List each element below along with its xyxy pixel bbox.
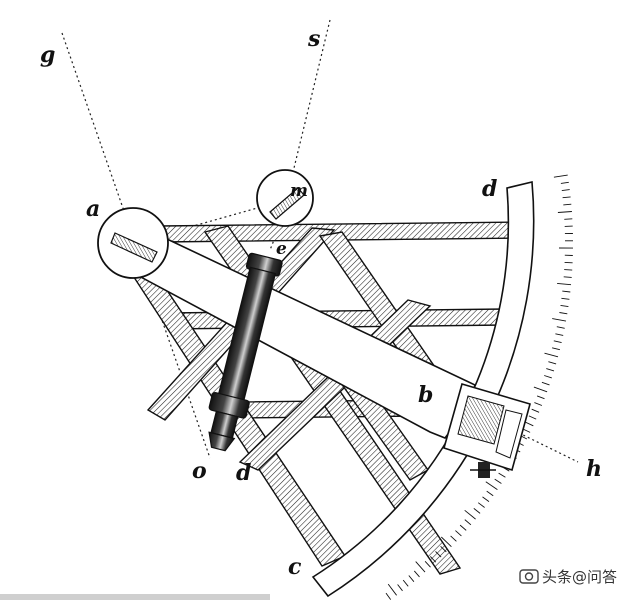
- arc-tick: [560, 181, 569, 184]
- graduated-arc: [311, 174, 574, 600]
- arc-tick: [429, 556, 437, 563]
- arc-tick: [440, 545, 447, 553]
- arc-tick: [556, 326, 565, 329]
- arc-tick: [459, 524, 467, 531]
- arc-tick: [464, 519, 472, 526]
- arc-tick: [435, 551, 442, 558]
- arc-tick: [385, 592, 392, 600]
- arc-tick: [486, 490, 494, 497]
- arc-tick: [533, 386, 548, 393]
- horizon-mirror: [269, 187, 305, 220]
- index-arm: [119, 218, 531, 478]
- arc-tick: [534, 402, 543, 406]
- label-d-top: d: [482, 176, 497, 202]
- arc-tick: [413, 570, 420, 578]
- camera-icon: [519, 569, 539, 584]
- arc-tick: [397, 584, 403, 592]
- arc-tick: [551, 347, 561, 351]
- sight-line-s: [284, 19, 331, 206]
- arc-tick: [559, 312, 568, 315]
- arc-tick: [464, 509, 476, 520]
- diagram-labels: g s a m e d b h o d c: [40, 26, 602, 580]
- arc-tick: [455, 530, 462, 537]
- label-o: o: [192, 458, 207, 484]
- telescope-eyecap: [208, 431, 236, 452]
- horizon-glass: [256, 169, 314, 227]
- vernier-scale: [457, 395, 505, 445]
- watermark: 头条@问答: [519, 568, 617, 586]
- watermark-text: 头条@问答: [542, 568, 617, 586]
- arc-tick: [563, 276, 572, 278]
- arc-tick: [561, 297, 570, 300]
- arc-tick: [561, 189, 570, 192]
- arc-tick: [528, 415, 537, 420]
- label-h: h: [586, 456, 602, 482]
- label-s: s: [307, 26, 320, 52]
- arc-tick: [560, 304, 569, 308]
- arc-tick: [498, 472, 506, 478]
- arc-tick: [450, 535, 457, 542]
- arc-tick: [541, 381, 550, 386]
- arc-tick: [536, 395, 545, 400]
- arc-tick: [553, 174, 568, 178]
- arc-tick: [387, 583, 397, 596]
- arc-tick: [557, 282, 572, 286]
- arc-tick: [563, 203, 572, 206]
- label-b: b: [418, 382, 433, 408]
- arc-tick: [494, 478, 502, 484]
- arc-tick: [552, 318, 567, 322]
- arc-tick: [473, 508, 481, 514]
- label-m: m: [290, 181, 308, 201]
- sight-line-a-m: [132, 204, 269, 244]
- telescope: [208, 252, 283, 452]
- vernier-lens: [495, 409, 523, 459]
- arc-tick: [548, 361, 557, 365]
- arc-tick: [564, 269, 573, 271]
- arc-tick: [544, 375, 552, 379]
- arc-tick: [440, 536, 452, 548]
- arc-tick: [402, 579, 409, 587]
- arc-tick: [544, 352, 559, 358]
- arc-tick: [546, 368, 555, 372]
- arc-tick: [522, 428, 531, 433]
- label-e: e: [276, 239, 287, 259]
- arc-tick: [485, 481, 498, 490]
- arc-tick: [424, 560, 431, 568]
- arc-tick: [531, 408, 540, 413]
- arc-tick: [482, 496, 490, 502]
- label-c: c: [288, 554, 302, 580]
- arc-tick: [562, 196, 571, 199]
- index-mirror-pivot: [97, 207, 169, 279]
- arc-limb: [311, 181, 535, 598]
- arc-tick: [557, 211, 572, 213]
- index-mirror: [110, 232, 158, 263]
- label-d-bottom: d: [236, 460, 251, 486]
- bottom-edge-strip: [0, 594, 270, 600]
- arc-tick: [553, 340, 562, 344]
- arc-tick: [562, 290, 571, 293]
- arc-tick: [564, 218, 573, 220]
- arc-tick: [408, 575, 415, 582]
- arc-tick: [555, 333, 564, 336]
- label-a: a: [86, 196, 100, 222]
- arc-tick: [477, 502, 485, 508]
- arc-tick: [415, 561, 426, 573]
- label-g: g: [40, 42, 55, 68]
- arc-graduation-ticks: [385, 174, 574, 600]
